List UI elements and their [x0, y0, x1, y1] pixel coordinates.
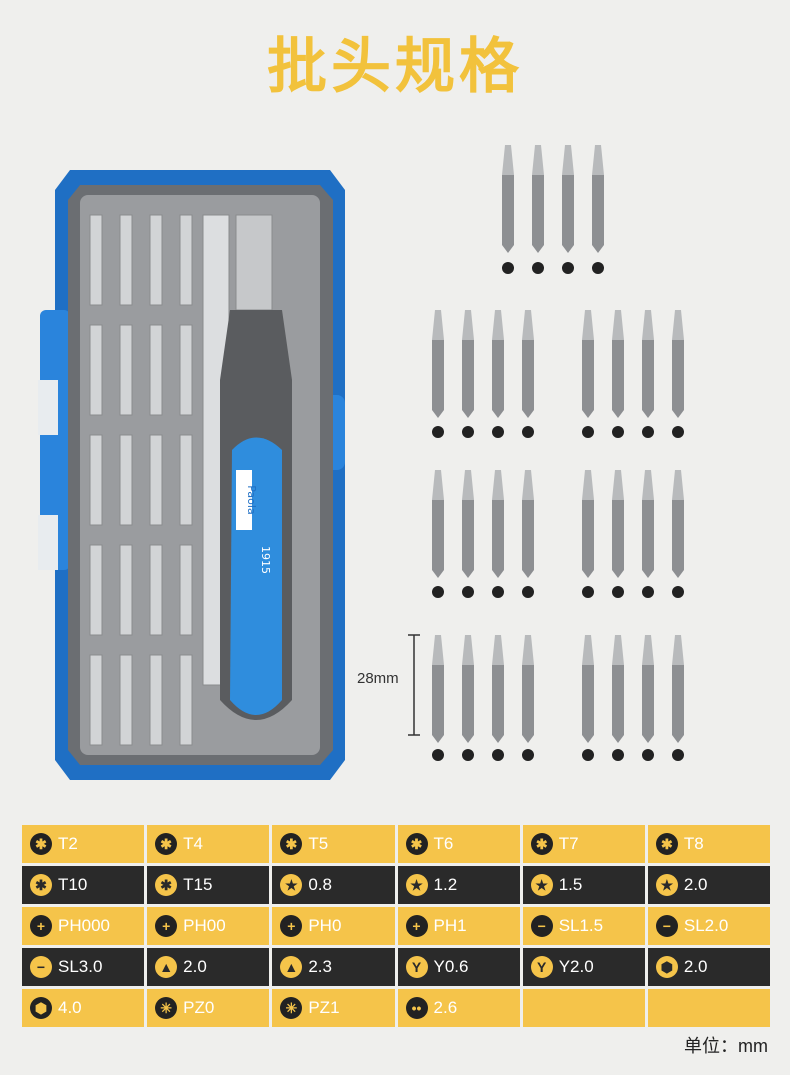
spec-cell: −SL2.0 — [647, 907, 771, 945]
triangle-icon: ▲ — [280, 956, 303, 978]
spec-label: T4 — [183, 834, 204, 853]
star-icon: ★ — [530, 874, 553, 896]
spec-cell: Y Y0.6 — [397, 948, 520, 986]
pozidriv-icon: ✳ — [280, 997, 303, 1019]
spec-cell: •• 2.6 — [397, 989, 520, 1027]
spec-label: T2 — [58, 834, 78, 853]
triangle-icon: ▲ — [155, 956, 178, 978]
slotted-icon: − — [30, 956, 52, 978]
tri-wing-icon: Y — [530, 956, 553, 978]
spec-cell: Y Y2.0 — [522, 948, 645, 986]
torx-icon: ✱ — [30, 874, 52, 896]
spec-label: T15 — [183, 875, 213, 894]
spec-label: SL2.0 — [683, 916, 729, 935]
spec-label: PH000 — [58, 916, 110, 935]
spec-cell: ▲ 2.0 — [147, 948, 270, 986]
torx-icon: ✱ — [655, 833, 678, 855]
star-icon: ★ — [405, 874, 428, 896]
spec-label: 2.0 — [683, 875, 708, 894]
spec-label: 0.8 — [308, 875, 332, 894]
page-title: 批头规格 — [267, 32, 523, 102]
spec-label: SL1.5 — [558, 916, 604, 935]
spec-cell: ✱ T4 — [147, 825, 270, 863]
spec-row: +PH000+PH00+PH0+PH1−SL1.5−SL2.0 — [22, 907, 771, 945]
spec-cell: ✱ T7 — [522, 825, 645, 863]
spec-table: ✱ T2 ✱ T4 ✱ T5 ✱ T6 ✱ T7 ✱ T8 ✱ T10 ✱ T15 ★ 0.8 ★ 1.2 ★ 1.5 ★ 2… — [22, 825, 771, 1030]
spec-cell: ⬢ 2.0 — [647, 948, 771, 986]
spec-cell: ✱ T2 — [22, 825, 145, 863]
star-icon: ★ — [280, 874, 303, 896]
spec-cell: ⬢ 4.0 — [22, 989, 145, 1027]
spec-label: T6 — [433, 834, 454, 853]
spec-label: PZ1 — [308, 998, 340, 1017]
spec-label: PH00 — [183, 916, 226, 935]
spec-cell: + PH00 — [147, 907, 270, 945]
slotted-icon: − — [655, 915, 678, 937]
spec-cell: ★ 1.2 — [397, 866, 520, 904]
spec-cell: ▲ 2.3 — [272, 948, 395, 986]
tri-wing-icon: Y — [405, 956, 428, 978]
spec-label: T5 — [308, 834, 329, 853]
torx-icon: ✱ — [530, 833, 553, 855]
spec-label: T8 — [683, 834, 704, 853]
spec-row: ⬢ 4.0 ✳ PZ0 ✳ PZ1 •• 2.6 — [22, 989, 771, 1027]
spec-label: T10 — [58, 875, 88, 894]
spec-cell: ✳ PZ0 — [147, 989, 270, 1027]
spec-label: 1.5 — [558, 875, 583, 894]
spec-cell: ★ 0.8 — [272, 866, 395, 904]
spec-label: 1.2 — [433, 875, 458, 894]
spec-cell — [522, 989, 645, 1027]
spec-cell: + PH000 — [22, 907, 145, 945]
spec-label: 2.3 — [308, 957, 332, 976]
spec-label: PH1 — [433, 916, 467, 935]
spec-cell: ✳ PZ1 — [272, 989, 395, 1027]
spec-cell: + PH1 — [397, 907, 520, 945]
spec-label: PH0 — [308, 916, 342, 935]
spec-cell: −SL1.5 — [522, 907, 645, 945]
spec-row: ✱ T2 ✱ T4 ✱ T5 ✱ T6 ✱ T7 ✱ T8 — [22, 825, 771, 863]
hex-icon: ⬢ — [655, 956, 678, 978]
spec-label: Y2.0 — [558, 957, 594, 976]
phillips-icon: + — [30, 915, 52, 937]
spanner-icon: •• — [405, 997, 428, 1019]
spec-cell: −SL3.0 — [22, 948, 145, 986]
phillips-icon: + — [155, 915, 178, 937]
spec-cell — [647, 989, 771, 1027]
spec-label: PZ0 — [183, 998, 215, 1017]
spec-cell: ✱ T6 — [397, 825, 520, 863]
torx-icon: ✱ — [155, 833, 178, 855]
slotted-icon: − — [530, 915, 553, 937]
model-label: 1915 — [259, 546, 272, 574]
pozidriv-icon: ✳ — [155, 997, 178, 1019]
spec-label: SL3.0 — [58, 957, 103, 976]
hex-icon: ⬢ — [30, 997, 52, 1019]
spec-label: 2.0 — [683, 957, 708, 976]
brand-label: Paola — [245, 485, 258, 514]
torx-icon: ✱ — [280, 833, 303, 855]
spec-cell: ★ 2.0 — [647, 866, 771, 904]
spec-label: 2.0 — [183, 957, 207, 976]
spec-cell: ★ 1.5 — [522, 866, 645, 904]
torx-icon: ✱ — [155, 874, 178, 896]
spec-label: T7 — [558, 834, 579, 853]
phillips-icon: + — [405, 915, 428, 937]
dimension-label: 28mm — [357, 670, 399, 687]
star-icon: ★ — [655, 874, 678, 896]
unit-label: 单位：mm — [684, 1036, 768, 1056]
spec-cell: ✱ T8 — [647, 825, 771, 863]
spec-cell: ✱ T5 — [272, 825, 395, 863]
spec-label: 4.0 — [58, 998, 82, 1017]
torx-icon: ✱ — [405, 833, 428, 855]
spec-cell: ✱ T10 — [22, 866, 145, 904]
spec-label: Y0.6 — [433, 957, 469, 976]
spec-cell: + PH0 — [272, 907, 395, 945]
spec-label: 2.6 — [433, 998, 458, 1017]
torx-icon: ✱ — [30, 833, 52, 855]
spec-cell: ✱ T15 — [147, 866, 270, 904]
spec-row: −SL3.0 ▲ 2.0 ▲ 2.3 Y Y0.6 Y Y2.0 ⬢ 2.0 — [22, 948, 771, 986]
phillips-icon: + — [280, 915, 303, 937]
spec-row: ✱ T10 ✱ T15 ★ 0.8 ★ 1.2 ★ 1.5 ★ 2.0 — [22, 866, 771, 904]
